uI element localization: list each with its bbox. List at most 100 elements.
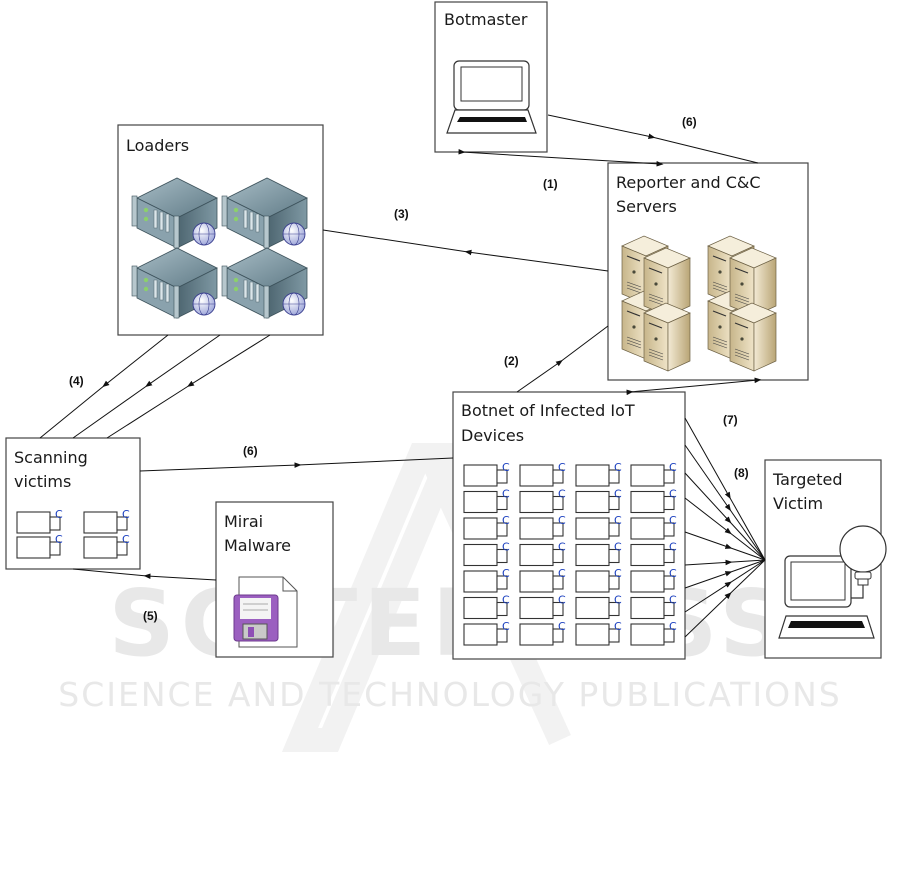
iot-device-icon: C	[631, 488, 677, 513]
device-badge: C	[558, 461, 566, 474]
device-badge: C	[502, 541, 510, 554]
scanning-title-line2: victims	[14, 472, 71, 491]
watermark: SCITEPRESS SCIENCE AND TECHNOLOGY PUBLIC…	[58, 455, 841, 740]
step-label-6-scanning: (6)	[243, 444, 258, 458]
arrow-4a-segment	[40, 385, 105, 438]
iot-device-icon: C	[520, 620, 566, 645]
iot-device-icon: C	[520, 594, 566, 619]
iot-device-icon: C	[84, 533, 130, 558]
iot-device-icon: C	[464, 567, 510, 592]
cnc-title-line1: Reporter and C&C	[616, 173, 761, 192]
device-badge: C	[614, 461, 622, 474]
tower-server-icon	[730, 303, 776, 371]
iot-device-icon: C	[464, 461, 510, 486]
step-label-8: (8)	[734, 466, 749, 480]
arrow-4b-segment	[73, 385, 148, 438]
iot-device-icon: C	[576, 594, 622, 619]
iot-device-icon: C	[464, 620, 510, 645]
arrow-8-attack-line	[685, 418, 729, 496]
device-badge: C	[669, 620, 677, 633]
iot-device-icon: C	[631, 514, 677, 539]
iot-device-icon: C	[576, 488, 622, 513]
arrow-8-attack-line	[685, 562, 729, 565]
arrow-8-attack-line	[685, 498, 729, 532]
iot-device-icon: C	[464, 488, 510, 513]
iot-device-icon: C	[17, 508, 63, 533]
arrow-8-attack-line	[685, 473, 729, 521]
device-badge: C	[122, 508, 130, 521]
arrow-4c-segment	[107, 385, 190, 438]
victim-title-line2: Victim	[773, 494, 823, 513]
cnc-title-line2: Servers	[616, 197, 677, 216]
device-badge: C	[502, 514, 510, 527]
iot-device-icon: C	[520, 514, 566, 539]
device-badge: C	[614, 620, 622, 633]
device-badge: C	[558, 488, 566, 501]
victim-title-line1: Targeted	[772, 470, 843, 489]
device-badge: C	[614, 541, 622, 554]
cnc-node: Reporter and C&C Servers	[608, 163, 808, 380]
iot-device-icon: C	[631, 461, 677, 486]
device-badge: C	[502, 567, 510, 580]
iot-device-icon: C	[520, 567, 566, 592]
iot-device-icon: C	[576, 567, 622, 592]
watermark-subtitle: SCIENCE AND TECHNOLOGY PUBLICATIONS	[58, 675, 841, 714]
device-badge: C	[55, 533, 63, 546]
arrow-6-segment	[652, 137, 758, 163]
device-badge: C	[558, 514, 566, 527]
arrow-2-segment	[560, 326, 608, 362]
arrow-3-segment	[323, 230, 468, 252]
arrow-6-botmaster-to-cnc	[548, 115, 652, 137]
device-badge: C	[502, 620, 510, 633]
step-label-7: (7)	[723, 413, 738, 427]
device-badge: C	[502, 461, 510, 474]
iot-device-icon: C	[631, 594, 677, 619]
device-badge: C	[614, 594, 622, 607]
iot-device-icon: C	[464, 594, 510, 619]
iot-device-icon: C	[520, 461, 566, 486]
botmaster-title: Botmaster	[444, 10, 528, 29]
arrow-cnc-botnet-bidir-right	[695, 380, 758, 386]
loaders-node: Loaders	[118, 125, 323, 335]
arrow-2-botnet-to-cnc	[517, 362, 560, 392]
botnet-title-line2: Devices	[461, 426, 524, 445]
arrow-8-attack-line	[685, 445, 729, 508]
iot-device-icon: C	[576, 514, 622, 539]
arrow-cnc-botnet-bidir-left	[630, 386, 695, 392]
laptop-icon	[447, 61, 536, 133]
step-label-2: (2)	[504, 354, 519, 368]
iot-device-icon: C	[576, 461, 622, 486]
mirai-malware-node: Mirai Malware	[216, 502, 333, 657]
arrow-8-attack-segment	[729, 532, 765, 560]
device-badge: C	[558, 620, 566, 633]
arrow-1-to-botmaster	[462, 152, 560, 158]
iot-device-icon: C	[464, 514, 510, 539]
arrow-6-scanning-to-botnet	[140, 465, 298, 471]
iot-device-icon: C	[631, 541, 677, 566]
iot-device-icon: C	[631, 620, 677, 645]
iot-device-icon: C	[520, 488, 566, 513]
device-badge: C	[669, 461, 677, 474]
device-badge: C	[558, 567, 566, 580]
device-badge: C	[558, 594, 566, 607]
tower-server-icon	[644, 303, 690, 371]
iot-device-icon: C	[520, 541, 566, 566]
iot-device-icon: C	[17, 533, 63, 558]
iot-device-icon: C	[464, 541, 510, 566]
step-label-6-botmaster: (6)	[682, 115, 697, 129]
iot-device-icon: C	[84, 508, 130, 533]
device-badge: C	[614, 514, 622, 527]
floppy-file-icon	[234, 577, 297, 647]
device-badge: C	[502, 594, 510, 607]
device-badge: C	[614, 567, 622, 580]
scanning-title-line1: Scanning	[14, 448, 88, 467]
device-badge: C	[669, 567, 677, 580]
botmaster-node: Botmaster	[435, 2, 547, 152]
device-badge: C	[122, 533, 130, 546]
device-badge: C	[669, 488, 677, 501]
arrow-4c	[190, 335, 270, 385]
step-label-5: (5)	[143, 609, 158, 623]
iot-device-icon: C	[576, 541, 622, 566]
